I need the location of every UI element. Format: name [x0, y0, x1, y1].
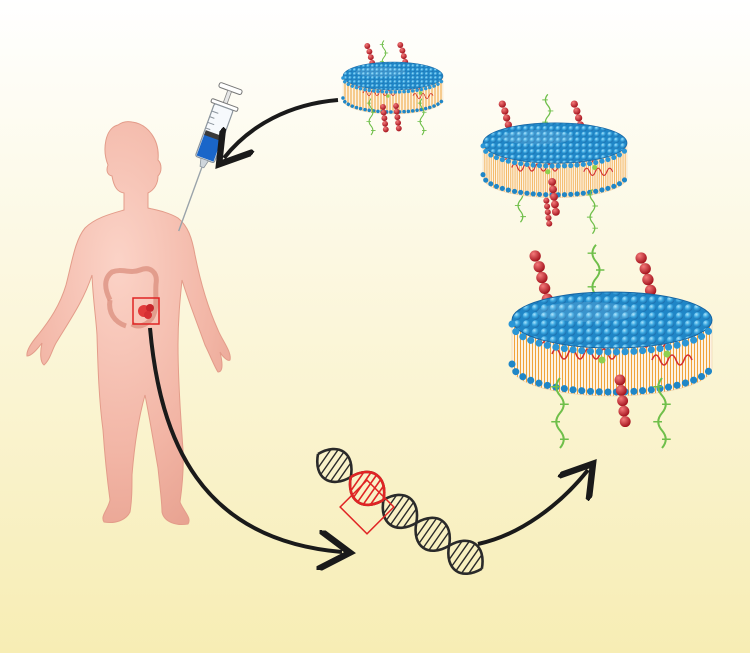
- dna-icon: [315, 447, 484, 575]
- tumor-highlight-box: [132, 297, 160, 325]
- arrow-dna-to-nanodisc: [477, 470, 588, 546]
- dna-highlight-box: [339, 479, 395, 535]
- arrow-tumor-to-dna: [148, 327, 342, 552]
- colon-tumor: [138, 304, 154, 319]
- colon-outline: [103, 266, 159, 329]
- arrow-nanodisc-to-syringe: [224, 98, 339, 158]
- human-body: [26, 121, 231, 525]
